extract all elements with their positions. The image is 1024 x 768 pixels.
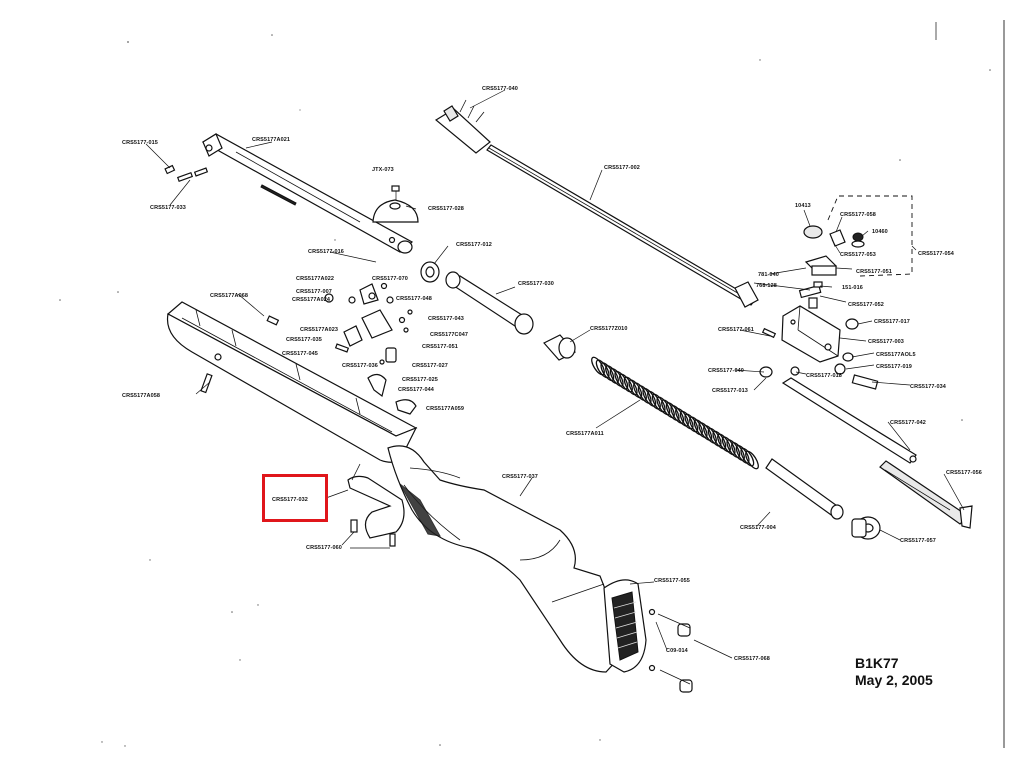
part-label: CRS5177-051 <box>856 269 892 275</box>
receiver-tube-part <box>201 133 414 254</box>
part-label: CRS5177-025 <box>402 377 438 383</box>
part-label: CRS5177-056 <box>946 470 982 476</box>
cocking-lever <box>781 377 973 529</box>
drawing-code: B1K77 <box>855 655 899 671</box>
part-label: CRS5177-037 <box>502 474 538 480</box>
receiver-screws <box>164 164 209 183</box>
part-label: CRS5177-048 <box>396 296 432 302</box>
part-label: CRS5177-057 <box>900 538 936 544</box>
part-label: CRS5177-040 <box>482 86 518 92</box>
part-label: CRS5177AOL5 <box>876 352 916 358</box>
part-label: CRS5177-044 <box>398 387 435 393</box>
part-label: CRS5177-015 <box>122 140 158 146</box>
part-label: CRS5177-045 <box>282 351 318 357</box>
part-label: CRS5177A059 <box>426 406 464 412</box>
part-label: CRS5177-043 <box>428 316 464 322</box>
part-label: CRS5177A011 <box>566 431 604 437</box>
part-label: 781-040 <box>758 272 779 278</box>
main-spring <box>591 356 759 470</box>
part-label: CRS5177-033 <box>150 205 186 211</box>
rear-sight-cap <box>372 185 419 223</box>
part-label: CRS5177-032 <box>272 497 308 503</box>
part-label: CRS5177-028 <box>428 206 464 212</box>
barrel-part <box>434 99 759 308</box>
end-plug <box>851 516 881 540</box>
drawing-date: May 2, 2005 <box>855 672 933 688</box>
breech-small-parts <box>759 318 879 390</box>
part-label: CRS5177A058 <box>122 393 160 399</box>
recoil-pad <box>603 579 647 673</box>
part-label: CRS5177-007 <box>296 289 332 295</box>
part-label: CRS5177-004 <box>740 525 777 531</box>
part-label: CRS5177-042 <box>890 420 926 426</box>
part-label: CRS5177-019 <box>876 364 912 370</box>
part-label: CRS5177-070 <box>372 276 408 282</box>
butt-screws <box>648 608 693 693</box>
part-label: CRS5177-040 <box>708 368 744 374</box>
part-label: CRS5177-060 <box>306 545 342 551</box>
part-label: C09-014 <box>666 648 689 654</box>
spring-coil <box>745 450 759 470</box>
rear-sight-assembly <box>798 195 913 299</box>
part-label: CRS5177A022 <box>296 276 334 282</box>
part-labels: CRS5177-040 CRS5177-002 CRS5177A021 CRS5… <box>122 86 982 662</box>
part-label: CRS5177-027 <box>412 363 448 369</box>
part-label: CRS5177A023 <box>300 327 338 333</box>
drawing-stamp: B1K77 May 2, 2005 <box>855 655 933 689</box>
part-label: CRS5177-051 <box>422 344 458 350</box>
scan-noise <box>59 20 1005 748</box>
part-label: CRS5177C047 <box>430 332 468 338</box>
piston-part <box>420 261 534 335</box>
spring-guide-rod <box>765 458 844 520</box>
part-label: CRS5177-055 <box>654 578 690 584</box>
stock-screw <box>200 315 280 394</box>
part-highlight-box <box>262 474 328 522</box>
part-label: CRS5177A021 <box>252 137 290 143</box>
part-label: CRS5177-016 <box>308 249 344 255</box>
part-label: CRS5177-054 <box>918 251 955 257</box>
part-label: CRS5177-018 <box>806 373 842 379</box>
spring-guide <box>543 334 576 361</box>
part-label: CRS5177-003 <box>868 339 904 345</box>
trigger-group <box>324 282 417 415</box>
part-label: CRS5177-030 <box>518 281 554 287</box>
part-label: CRS5177-052 <box>848 302 884 308</box>
part-label: CRS5177-053 <box>840 252 876 258</box>
part-label: CRS5177Z010 <box>590 326 627 332</box>
part-label: 10413 <box>795 203 811 209</box>
part-label: 768-128 <box>756 283 777 289</box>
stock-part <box>166 301 629 673</box>
part-label: CRS5177-058 <box>840 212 876 218</box>
part-label: 151-016 <box>842 285 863 291</box>
leader-lines <box>145 89 965 659</box>
part-label: CRS5177-035 <box>286 337 322 343</box>
part-label: CRS5177-002 <box>604 165 640 171</box>
part-label: CRS5177A024 <box>292 297 331 303</box>
part-label: CRS5177-068 <box>734 656 770 662</box>
part-label: JTX-073 <box>372 167 394 173</box>
spring-coil <box>740 447 755 467</box>
part-label: 10460 <box>872 229 888 235</box>
part-label: CRS5177A068 <box>210 293 248 299</box>
breech-block <box>761 297 841 363</box>
part-label: CRS5177-034 <box>910 384 947 390</box>
part-label: CRS5177-061 <box>718 327 754 333</box>
part-label: CRS5177-036 <box>342 363 378 369</box>
part-label: CRS5177-017 <box>874 319 910 325</box>
part-label: CRS5177-012 <box>456 242 492 248</box>
trigger-guard <box>347 463 405 539</box>
part-label: CRS5177-013 <box>712 388 748 394</box>
